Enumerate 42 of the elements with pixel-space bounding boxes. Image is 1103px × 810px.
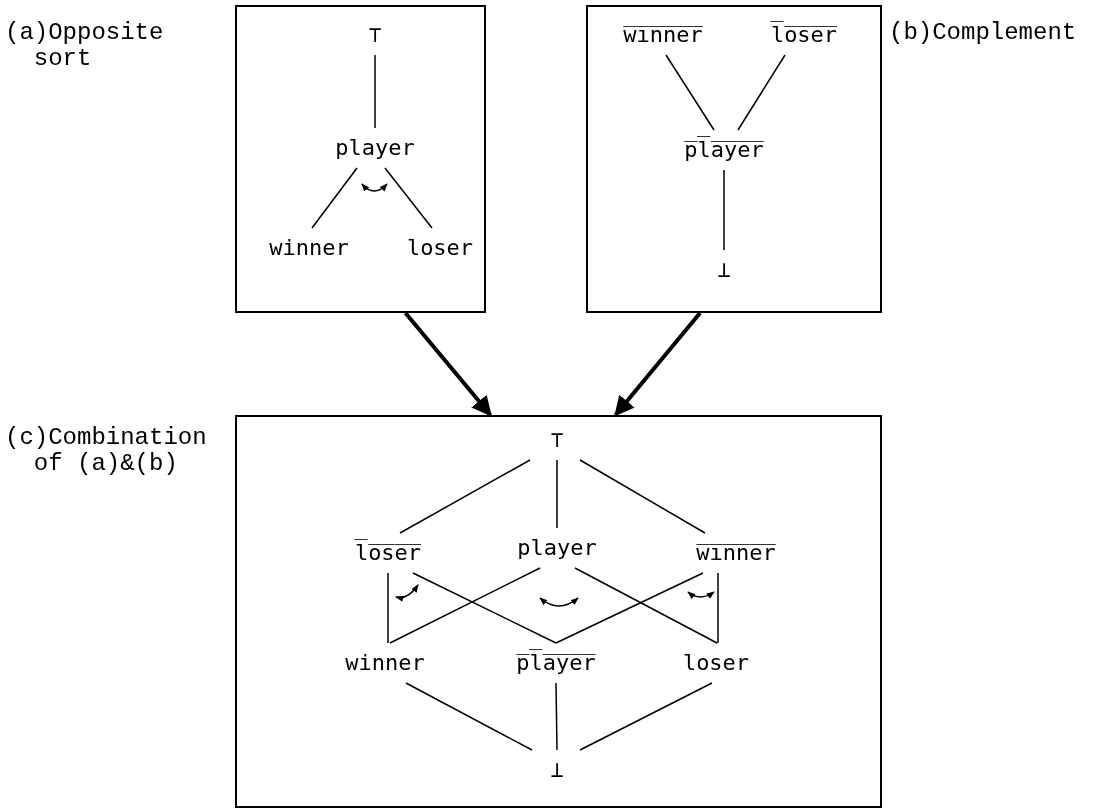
lattice-line [555, 572, 704, 644]
panel-caption: (a)Opposite sort [5, 20, 165, 73]
sort-label: player [517, 528, 597, 568]
thick-arrow [613, 311, 702, 417]
panel-box [586, 5, 882, 313]
lattice-line [374, 54, 376, 129]
sort-label: ⊤ [550, 420, 564, 460]
sort-label: ⊥ [717, 250, 731, 290]
lattice-line [384, 167, 433, 229]
sort-label: ⊤ [368, 15, 382, 55]
lattice-line [389, 567, 541, 644]
lattice-line [405, 682, 533, 751]
sort-label: ⊥ [550, 750, 564, 790]
panel-caption: (c)Combination of (a)&(b) [5, 425, 208, 478]
sort-label: loser [682, 643, 750, 683]
lattice-line [387, 572, 389, 644]
sort-label: p̅l̅a̅y̅e̅r̅ [684, 130, 764, 170]
thick-arrow [403, 311, 493, 417]
panel-box [235, 415, 882, 808]
lattice-line [556, 459, 558, 529]
lattice-line [665, 54, 715, 131]
panel-box [235, 5, 486, 313]
sort-label: w̅i̅n̅n̅e̅r̅ [623, 15, 703, 55]
lattice-line [717, 572, 719, 644]
sort-label: l̅o̅s̅e̅r̅ [354, 533, 422, 573]
sort-label: p̅l̅a̅y̅e̅r̅ [516, 643, 596, 683]
sort-label: winner [269, 228, 349, 268]
sort-label: winner [345, 643, 425, 683]
lattice-line [574, 567, 718, 644]
panel-caption: (b)Complement [889, 20, 1078, 47]
lattice-line [311, 167, 358, 229]
lattice-line [737, 54, 786, 131]
sort-label: player [335, 128, 415, 168]
lattice-line [555, 682, 558, 751]
sort-label: loser [406, 228, 474, 268]
sort-label: l̅o̅s̅e̅r̅ [770, 15, 838, 55]
lattice-line [579, 682, 713, 751]
lattice-line [412, 572, 557, 644]
lattice-line [399, 459, 531, 534]
sort-label: w̅i̅n̅n̅e̅r̅ [696, 533, 776, 573]
lattice-line [723, 169, 725, 251]
lattice-line [579, 459, 706, 534]
